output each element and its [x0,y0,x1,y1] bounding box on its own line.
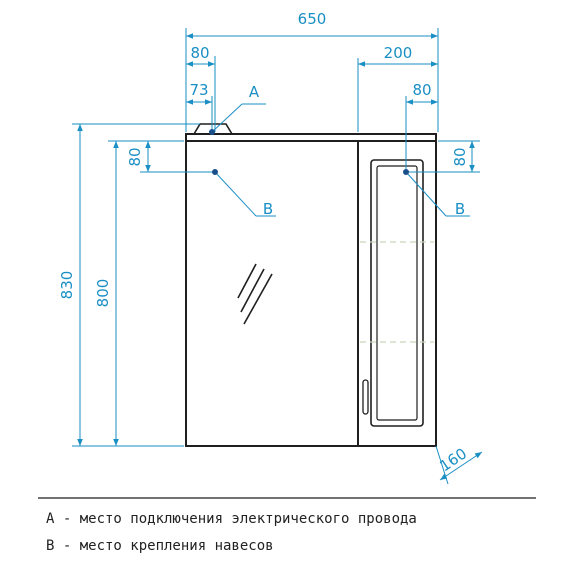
door-handle-icon [362,379,369,415]
legend-line-b: В - место крепления навесов [46,538,274,554]
point-b-left [212,169,218,175]
dim-label-80-left-vertical: 80 [126,147,144,166]
door-frame-inner [376,165,418,421]
marker-b-left: B [263,200,273,218]
cabinet-outline [185,123,437,447]
dim-label-800: 800 [94,279,112,308]
dim-line-160 [439,451,483,481]
marker-b-right: B [455,200,465,218]
cabinet-body [185,140,437,447]
leader-a [211,103,243,133]
shelf-lines [360,241,434,343]
dim-label-80-right-vertical: 80 [451,147,469,166]
door-frame-outer [370,159,424,427]
leader-b-right [405,171,447,217]
mirror-glare-icon [237,263,273,325]
point-b-right [403,169,409,175]
dim-label-200: 200 [384,44,413,62]
point-a [209,129,215,135]
mount-points [209,129,409,175]
dim-label-73: 73 [189,81,208,99]
leader-b-left [214,171,257,217]
dim-label-650: 650 [298,10,327,28]
legend-line-a: А - место подключения электрического про… [46,511,417,527]
dimension-lines [72,28,483,485]
cabinet-top-panel [185,133,437,142]
dim-label-80-left: 80 [190,44,209,62]
dim-label-830: 830 [58,271,76,300]
wire-outlet-bracket [193,123,233,135]
dim-label-160: 160 [436,444,470,475]
dim-label-80-right: 80 [412,81,431,99]
marker-a: A [249,83,260,101]
